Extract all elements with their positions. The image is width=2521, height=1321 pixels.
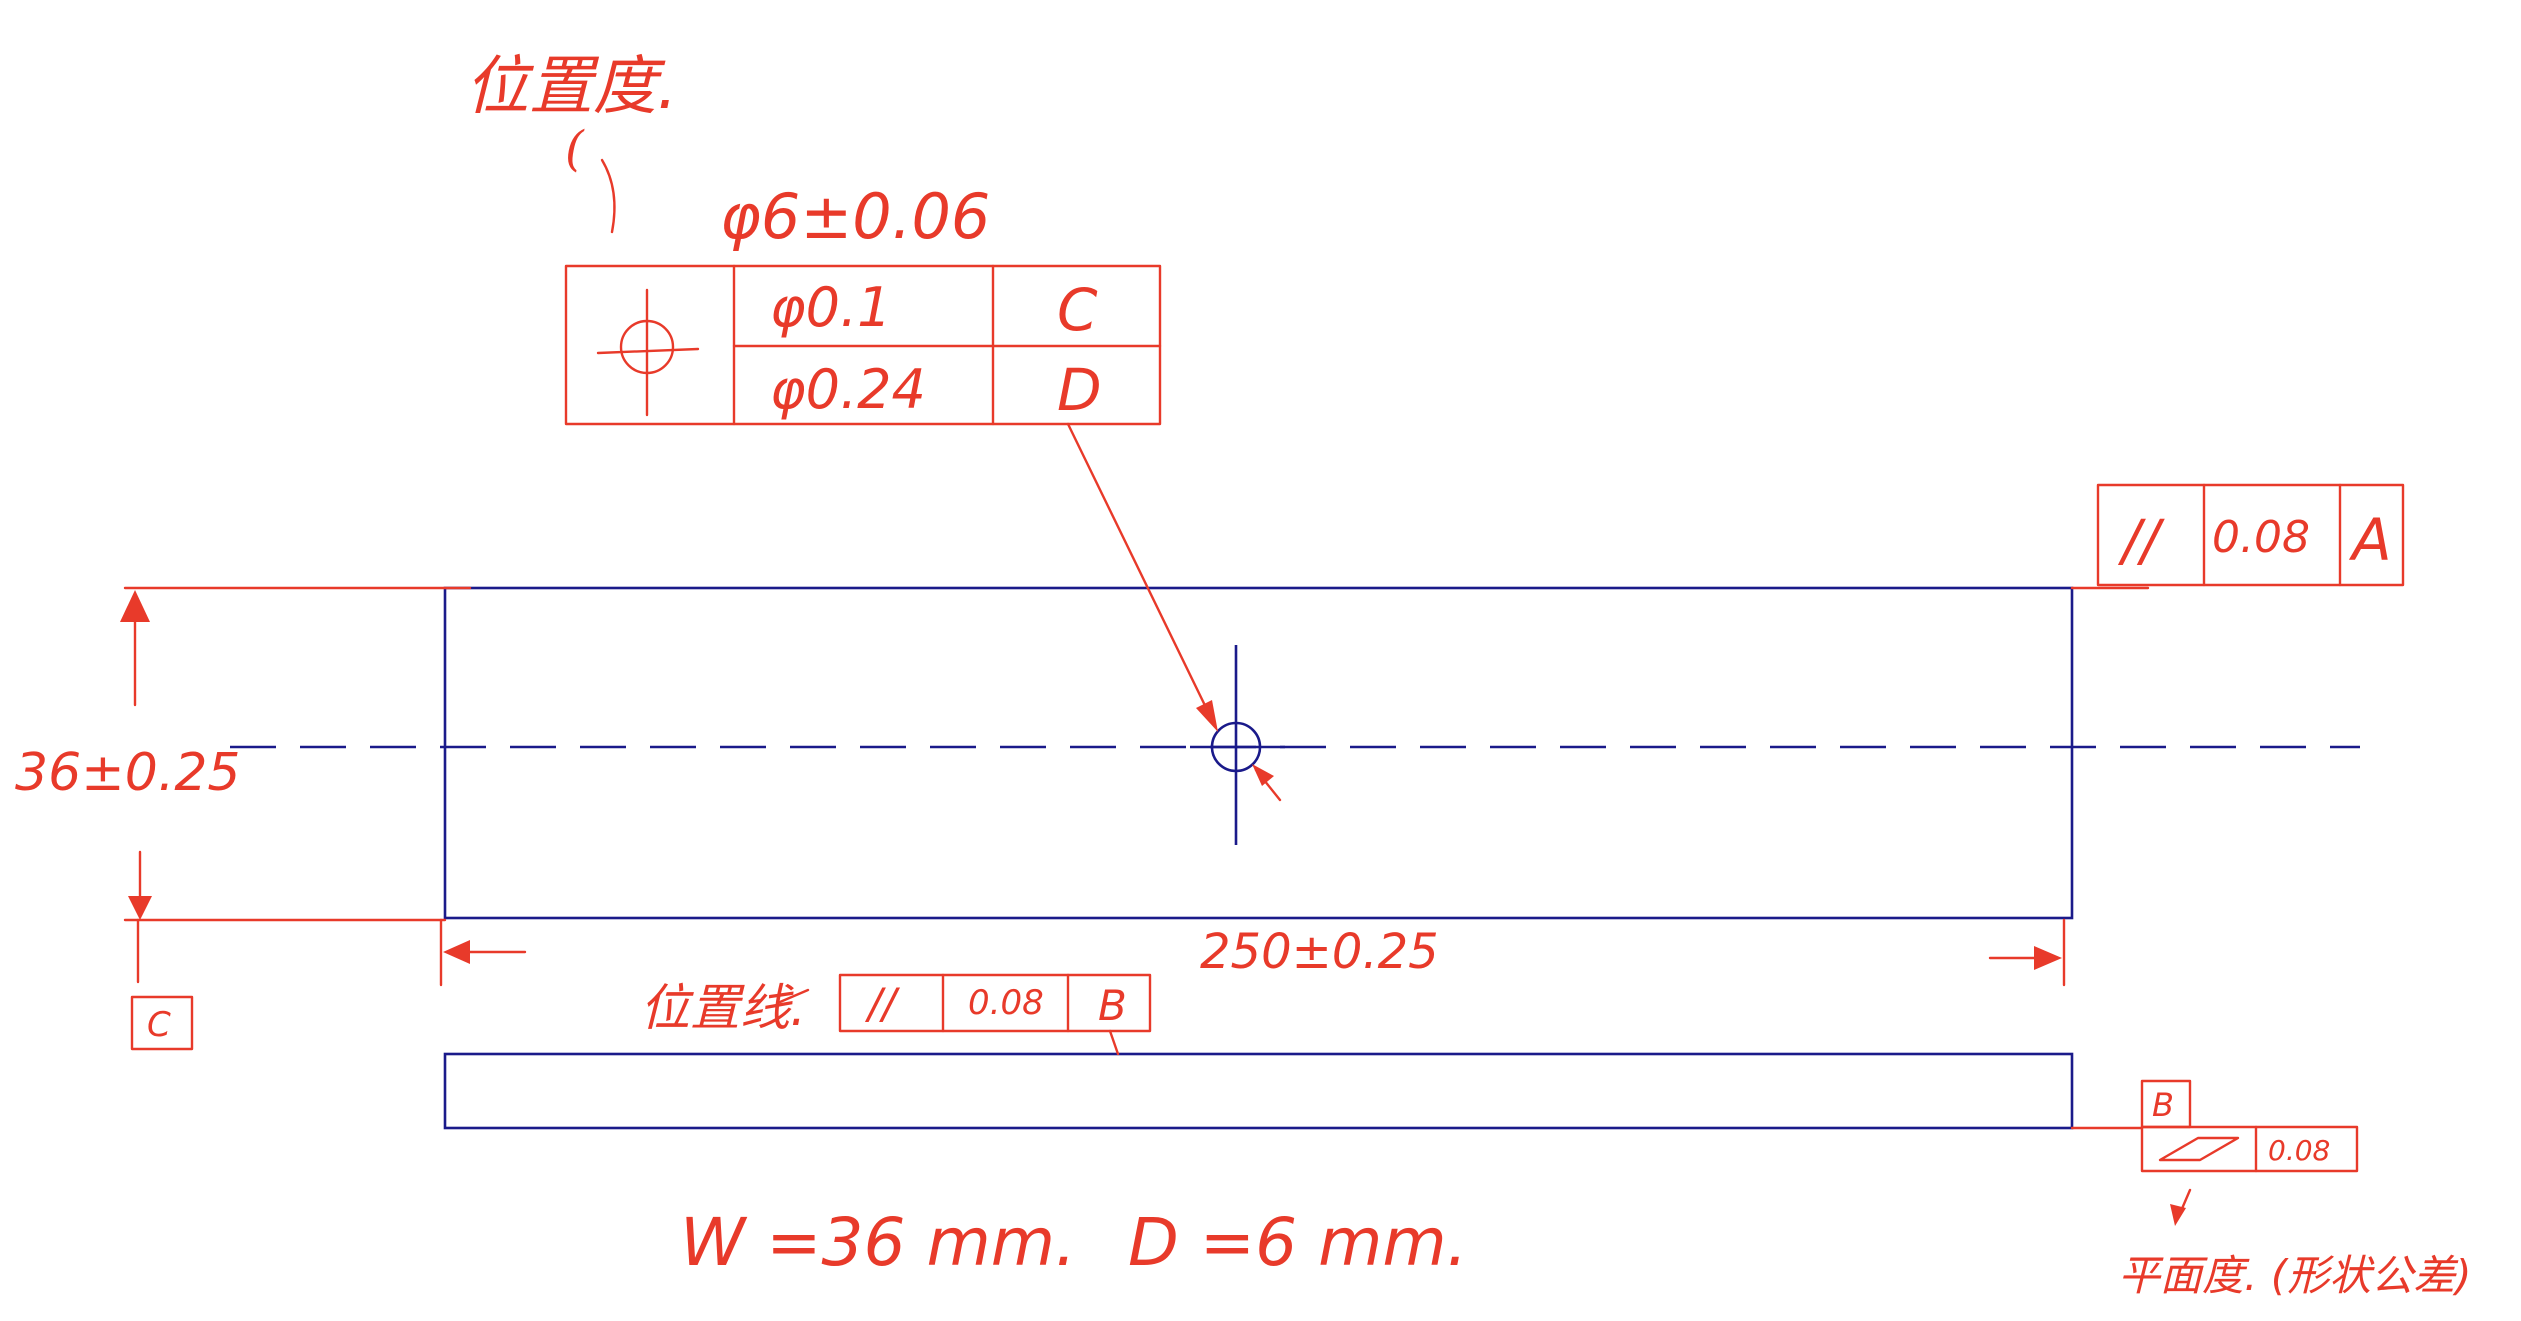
length-dimension-text: 250±0.25 [1200,924,1439,980]
flatness-frame: B 0.08 平面度. (形状公差) [2070,1079,2471,1300]
datum-c-label: C [147,1005,171,1045]
flatness-tolerance: 0.08 [2268,1134,2330,1167]
width-note: W =36 mm. [680,1204,1076,1281]
parallelism-bottom-tolerance: 0.08 [968,983,1044,1023]
flatness-symbol-icon [2158,1136,2240,1162]
flatness-label: 平面度. (形状公差) [2118,1251,2471,1300]
position-tolerance-label: 位置度. [465,50,677,124]
position-datum-row2: D [1057,356,1102,424]
depth-note: D =6 mm. [1128,1204,1468,1281]
datum-c: C [130,995,194,1051]
part-geometry [230,586,2360,1130]
position-tolerance-row2: φ0.24 [770,358,926,421]
side-view-outline [443,1052,2074,1130]
parallelism-symbol-icon: // [864,979,900,1028]
parallelism-frame-bottom: 位置线. // 0.08 B [640,973,1152,1056]
parallelism-top-tolerance: 0.08 [2212,512,2310,563]
position-feature-control-frame: φ0.1 C φ0.24 D [564,264,1162,426]
parallelism-top-datum: A [2348,506,2392,574]
position-callout: 位置度. ( φ6±0.06 φ0.1 C φ0.24 D [465,50,1282,802]
dimension-notes: W =36 mm. D =6 mm. [680,1204,1468,1281]
top-view-outline [443,586,2074,920]
position-bracket: ( [565,121,585,177]
width-dimension-text: 36±0.25 [15,743,241,803]
position-line-label: 位置线. [640,979,806,1037]
parallelism-symbol-icon: // [2117,509,2165,574]
parallelism-frame-top: // 0.08 A [2070,483,2405,590]
length-dimension: 250±0.25 [439,918,2066,987]
position-symbol-icon [596,288,700,417]
width-dimension: 36±0.25 [15,586,472,984]
parallelism-bottom-datum: B [1098,981,1127,1030]
position-datum-row1: C [1057,276,1098,344]
position-tolerance-row1: φ0.1 [770,276,892,339]
flatness-datum-tag: B [2152,1086,2174,1124]
hole-size-dimension: φ6±0.06 [720,180,990,253]
position-leader [1066,422,1216,726]
